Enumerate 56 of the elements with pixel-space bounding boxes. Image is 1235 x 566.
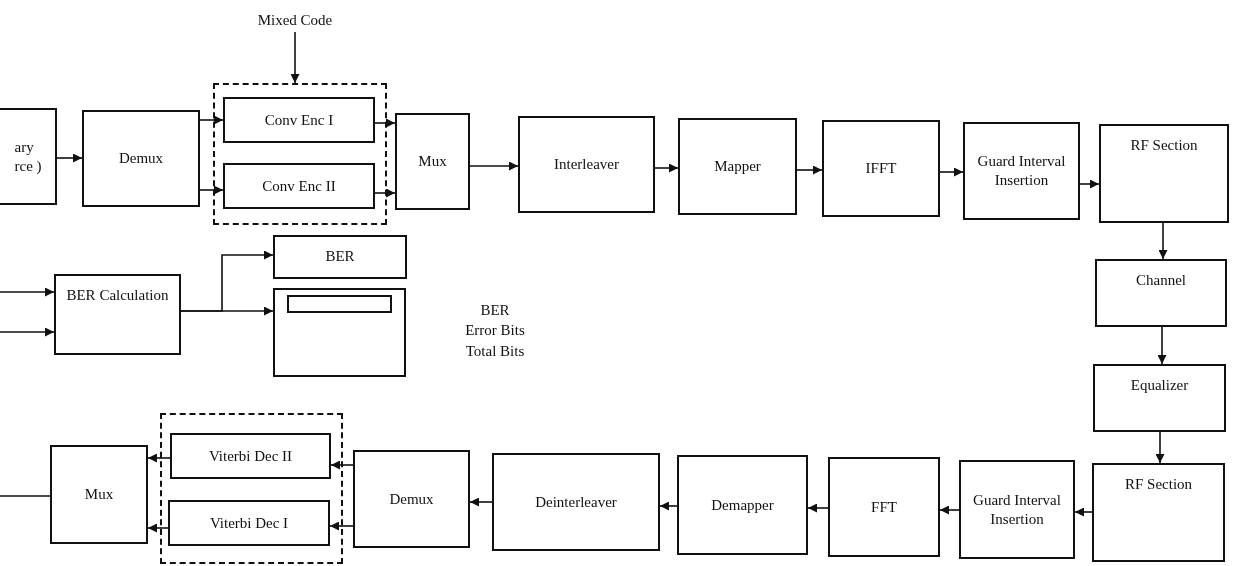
arrow [469,161,519,171]
process-box: Viterbi Dec II [170,433,331,479]
process-box: Viterbi Dec I [168,500,330,546]
arrow [1155,431,1165,464]
process-box: Conv Enc II [223,163,375,209]
arrow [374,188,396,198]
process-box: RF Section [1092,463,1225,562]
arrow [939,505,960,515]
process-box: RF Section [1099,124,1229,223]
process-box: Demapper [677,455,808,555]
arrow [330,460,354,470]
process-box: IFFT [822,120,940,217]
process-box: Deinterleaver [492,453,660,551]
process-box: Guard Interval Insertion [959,460,1075,559]
display-panel [273,288,406,377]
group-box [160,413,343,564]
arrow [796,165,823,175]
process-box: FFT [828,457,940,557]
arrow [290,31,300,84]
process-box: BER [273,235,407,279]
arrow [807,503,829,513]
process-box: Mux [395,113,470,210]
process-box: Mux [50,445,148,544]
output-label: BER [480,301,510,320]
group-box [213,83,387,225]
process-box: Channel [1095,259,1227,327]
output-label: Total Bits [465,341,525,361]
arrow [56,153,83,163]
arrow [939,167,964,177]
process-box: Conv Enc I [223,97,375,143]
arrow [374,118,396,128]
arrow [1158,222,1168,260]
arrow [654,163,679,173]
process-box: Guard Interval Insertion [963,122,1080,220]
arrow [1157,326,1167,365]
arrow [199,185,224,195]
process-box: Equalizer [1093,364,1226,432]
process-box: Demux [353,450,470,548]
arrow [1079,179,1100,189]
process-box: Mapper [678,118,797,215]
process-box: ary rce ) [0,108,57,205]
connector-line [0,495,51,497]
arrow [659,501,678,511]
process-box: Interleaver [518,116,655,213]
arrow [180,306,274,316]
output-label: Error Bits [465,321,525,341]
arrow [469,497,493,507]
arrow [147,453,171,463]
process-box: Demux [82,110,200,207]
arrow [1074,507,1093,517]
arrow [0,287,55,297]
arrow [147,523,169,533]
arrow [329,521,354,531]
process-box: BER Calculation [54,274,181,355]
arrow [199,115,224,125]
arrow [0,327,55,337]
